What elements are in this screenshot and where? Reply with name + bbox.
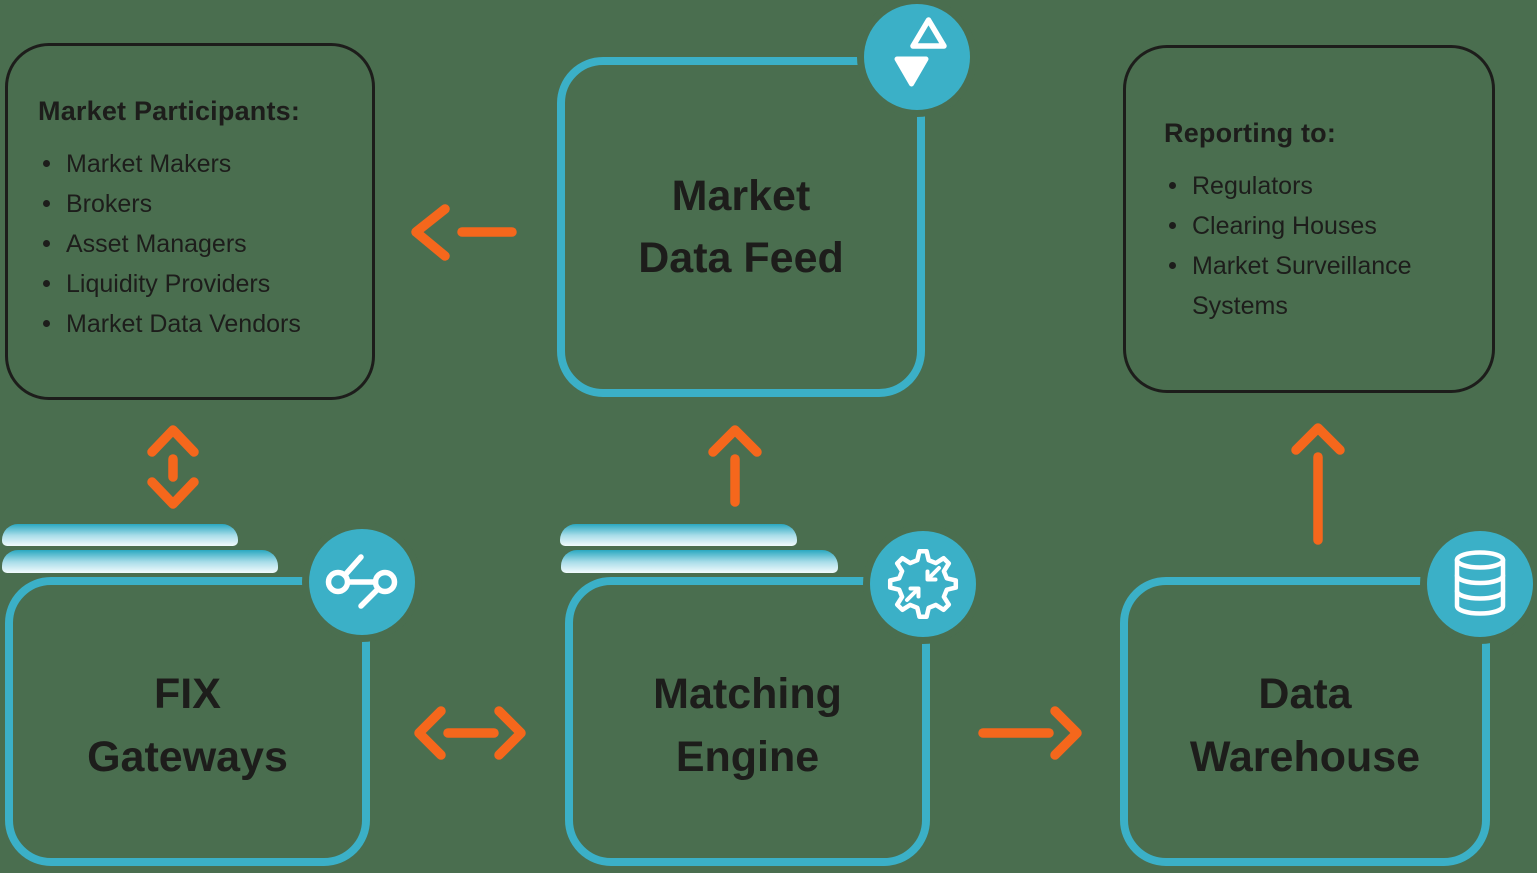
fix-gateways-node: FIX Gateways: [5, 577, 370, 866]
matching-engine-badge: [870, 531, 976, 637]
arrow-fix-engine-bidirectional: [414, 706, 526, 760]
market-data-feed-badge: [864, 4, 970, 110]
stack-layer: [560, 524, 797, 546]
sort-triangles-icon: [894, 17, 947, 87]
data-warehouse-node: Data Warehouse: [1120, 577, 1490, 866]
arrow-engine-to-warehouse: [978, 706, 1082, 760]
share-network-icon: [325, 554, 398, 609]
stack-layer: [2, 550, 278, 573]
fix-gateways-badge: [309, 529, 415, 635]
data-warehouse-badge: [1427, 531, 1533, 637]
market-data-feed-node: Market Data Feed: [557, 57, 925, 397]
reporting-box: Reporting to: Regulators Clearing Houses…: [1123, 45, 1495, 393]
participant-item: Asset Managers: [38, 224, 354, 264]
reporting-heading: Reporting to:: [1164, 118, 1337, 148]
market-participants-box: Market Participants: Market Makers Broke…: [5, 43, 375, 400]
arrow-warehouse-to-reporting: [1291, 423, 1345, 545]
arrow-participants-fix-bidirectional: [147, 425, 199, 509]
reporting-item: Clearing Houses: [1164, 206, 1468, 246]
stack-layer: [2, 524, 238, 546]
stack-layer: [561, 550, 838, 573]
participant-item: Market Makers: [38, 144, 354, 184]
reporting-item: Market Surveillance Systems: [1164, 246, 1468, 326]
arrow-engine-to-feed: [708, 425, 762, 507]
market-participants-list: Market Makers Brokers Asset Managers Liq…: [38, 144, 354, 344]
gear-converge-icon: [887, 548, 959, 620]
arrow-feed-to-participants: [411, 204, 517, 261]
matching-engine-node: Matching Engine: [565, 577, 930, 866]
market-participants-heading: Market Participants:: [38, 96, 301, 126]
database-icon: [1454, 550, 1506, 616]
reporting-list: Regulators Clearing Houses Market Survei…: [1164, 166, 1468, 326]
reporting-item: Regulators: [1164, 166, 1468, 206]
participant-item: Brokers: [38, 184, 354, 224]
fix-gateways-label: FIX Gateways: [87, 670, 288, 781]
data-warehouse-label: Data Warehouse: [1189, 670, 1421, 781]
participant-item: Liquidity Providers: [38, 264, 354, 304]
participant-item: Market Data Vendors: [38, 304, 354, 344]
market-data-feed-label: Market Data Feed: [638, 171, 844, 282]
matching-engine-label: Matching Engine: [653, 670, 842, 781]
